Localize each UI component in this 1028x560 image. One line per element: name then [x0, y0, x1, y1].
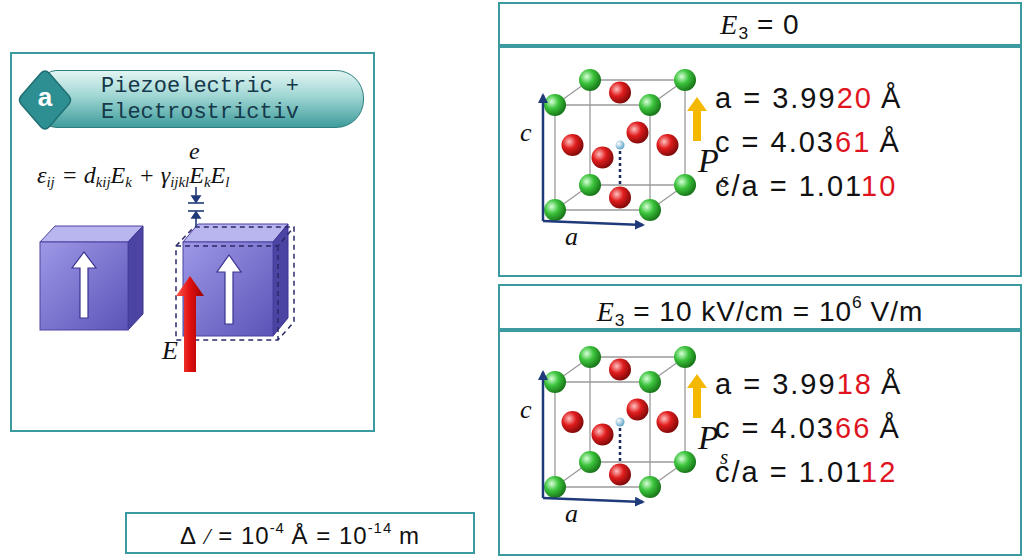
polarization-label: P — [698, 419, 719, 457]
text-part: E — [597, 296, 615, 327]
text-part: V/m — [871, 296, 924, 327]
axis-label: a — [565, 499, 578, 529]
text-part: k — [125, 174, 132, 190]
text-line: a = 3.9920Å — [715, 82, 902, 115]
text-part: a = 3.99 — [715, 368, 837, 400]
text-part: a — [38, 82, 52, 112]
text-part: l — [225, 174, 229, 190]
crystal-cell — [543, 346, 707, 502]
polarization-label: P — [698, 142, 719, 180]
polarization-subscript: s — [720, 168, 728, 193]
text-part: c = 4.03 — [715, 126, 835, 158]
text-part: / — [204, 523, 212, 549]
text-part: 12 — [861, 456, 897, 488]
text-part: Δ — [180, 522, 197, 549]
text-part: E — [720, 9, 738, 40]
field-header: E3 = 0 — [498, 2, 1022, 46]
text-part: ε — [37, 162, 46, 188]
text-line: e — [189, 138, 200, 165]
index-diamond: a — [17, 69, 73, 131]
text-part: -14 — [368, 520, 393, 536]
axis-label: c — [520, 395, 532, 425]
text-line: c = 4.0361Å — [715, 126, 901, 159]
text-line: E3 = 0 — [500, 9, 1020, 44]
text-part: = 10 kV/cm = 10 — [633, 296, 852, 327]
text-part: 61 — [835, 126, 871, 158]
text-part: ij — [46, 174, 54, 190]
text-line: c = 4.0366Å — [715, 412, 901, 445]
text-part: m — [399, 522, 420, 549]
text-part: = 0 — [757, 9, 800, 40]
text-part: a = 3.99 — [715, 82, 837, 114]
field-label: E — [162, 336, 178, 366]
cube-left — [40, 226, 143, 330]
text-part: c/a = 1.01 — [715, 170, 861, 202]
text-part: k — [204, 174, 211, 190]
text-part: Å — [881, 82, 902, 114]
text-part: = 10 — [218, 522, 269, 549]
field-header: E3 = 10 kV/cm = 106 V/m — [498, 284, 1022, 330]
text-line: a — [17, 82, 73, 113]
text-part: 10 — [861, 170, 897, 202]
axis-label: a — [565, 222, 578, 252]
text-line: Δ /= 10-4 Å = 10-14 m — [127, 520, 473, 550]
text-part: + γ — [139, 162, 171, 188]
crystal-cell — [543, 69, 707, 225]
text-part: Å — [879, 412, 900, 444]
text-part: c/a = 1.01 — [715, 456, 861, 488]
text-part: Å — [881, 368, 902, 400]
text-part: 66 — [835, 412, 871, 444]
title-tab: Piezoelectric + Electrostrictiva — [42, 70, 364, 128]
text-part: Å = 10 — [292, 522, 368, 549]
displacement-box: Δ /= 10-4 Å = 10-14 m — [125, 512, 475, 554]
text-part: c = 4.03 — [715, 412, 835, 444]
text-line: Piezoelectric + Electrostrictiv — [101, 74, 363, 126]
text-part: E — [189, 162, 204, 188]
text-part: E — [111, 162, 126, 188]
text-line: c/a = 1.0112 — [715, 456, 897, 489]
text-part: 6 — [852, 292, 863, 312]
strain-marker — [188, 187, 204, 227]
text-part: Piezoelectric + Electrostrictiv — [101, 74, 299, 125]
text-part: 18 — [837, 368, 873, 400]
polarization-subscript: s — [720, 445, 728, 470]
field-arrow — [176, 276, 204, 372]
text-part: Å — [879, 126, 900, 158]
text-line: c/a = 1.0110 — [715, 170, 897, 203]
axis-label: c — [520, 118, 532, 148]
text-line: a = 3.9918Å — [715, 368, 902, 401]
text-line: E3 = 10 kV/cm = 106 V/m — [500, 292, 1020, 331]
text-part: -4 — [270, 520, 285, 536]
text-part: e — [189, 138, 200, 164]
text-part: kij — [96, 174, 111, 190]
text-part: 3 — [615, 310, 626, 330]
text-part: E — [210, 162, 225, 188]
text-part: = d — [61, 162, 95, 188]
text-part: 20 — [837, 82, 873, 114]
text-part: 3 — [738, 23, 749, 43]
mechanism-panel: eεij= dkijEk+ γijklEkElPiezoelectric + E… — [10, 52, 375, 432]
text-line: εij= dkijEk+ γijklEkEl — [37, 162, 229, 191]
text-part: ijkl — [170, 174, 189, 190]
